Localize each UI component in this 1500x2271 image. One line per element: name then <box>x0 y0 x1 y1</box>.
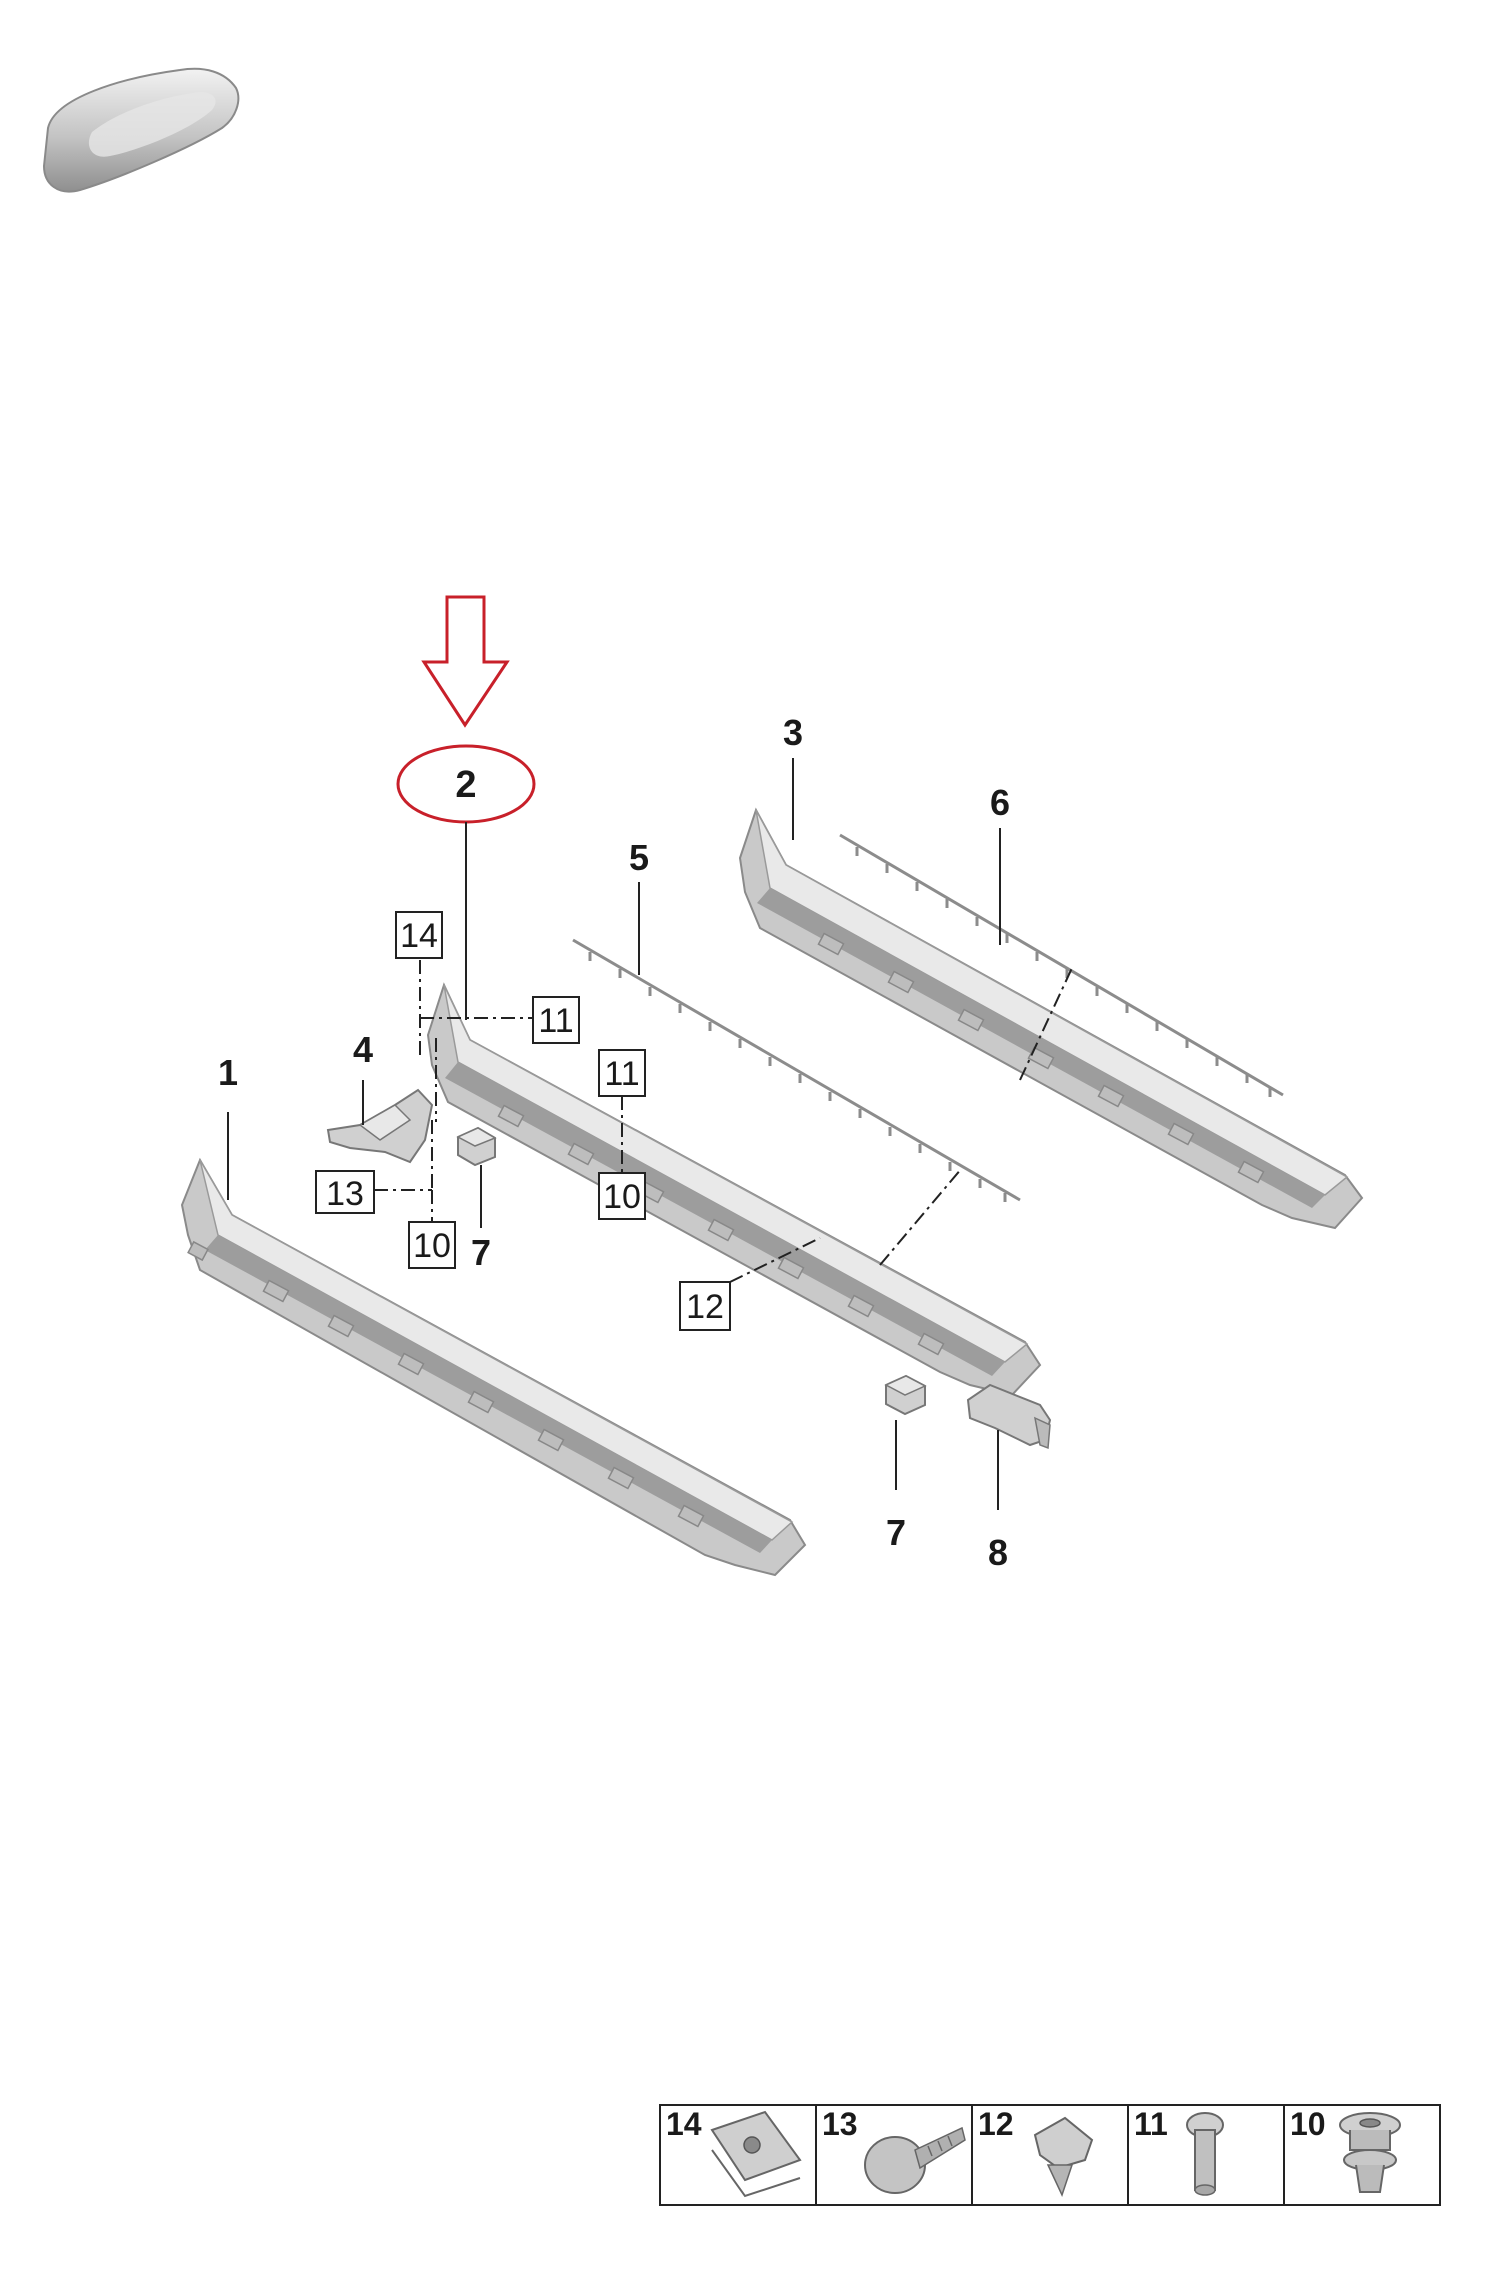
callout-part-3: 3 <box>783 712 803 753</box>
legend-cell-14: 14 <box>666 2106 802 2198</box>
ref-box-14: 14 <box>395 911 443 959</box>
legend-number: 11 <box>1134 2106 1168 2142</box>
screw-icon <box>864 2126 966 2194</box>
mounting-tabs <box>817 932 1265 1184</box>
down-arrow-icon <box>421 595 510 728</box>
ref-box-10-mid: 10 <box>598 1172 646 1220</box>
clip-part-7-left <box>456 1126 497 1167</box>
car-thumbnail-icon <box>42 67 240 193</box>
ref-12-label: 12 <box>686 1288 724 1326</box>
callout-part-7-left: 7 <box>471 1232 491 1273</box>
mounting-tabs <box>187 1240 705 1528</box>
legend-cell-10: 10 <box>1290 2106 1401 2193</box>
ref-box-11-mid: 11 <box>598 1049 646 1097</box>
ref-box-10-left: 10 <box>408 1221 456 1269</box>
side-sill-part-3 <box>738 807 1364 1230</box>
legend-number: 13 <box>822 2106 858 2142</box>
trim-strip-part-5 <box>572 938 1021 1202</box>
legend-cell-13: 13 <box>822 2106 966 2194</box>
leader-lines <box>227 758 1073 1510</box>
callout-part-4: 4 <box>353 1029 373 1070</box>
callout-part-5: 5 <box>629 837 649 878</box>
legend-number: 14 <box>666 2106 702 2142</box>
fastener-legend: 14 13 12 11 <box>659 2104 1441 2206</box>
clip-icon <box>1033 2116 1094 2198</box>
ref-11-mid-label: 11 <box>604 1055 639 1093</box>
ref-11-top-label: 11 <box>538 1002 573 1040</box>
callout-part-1: 1 <box>218 1052 238 1093</box>
ref-14-label: 14 <box>400 917 438 955</box>
ref-box-11-top: 11 <box>532 996 580 1044</box>
clip-nut-icon <box>710 2110 802 2198</box>
ref-box-13: 13 <box>315 1170 375 1214</box>
ref-10-mid-label: 10 <box>603 1178 641 1216</box>
side-sill-part-2 <box>426 982 1042 1397</box>
bolt-icon <box>1186 2112 1224 2196</box>
callout-part-2: 2 <box>455 764 476 806</box>
legend-cell-12: 12 <box>978 2106 1094 2198</box>
trim-strip-part-6 <box>839 833 1284 1097</box>
callout-part-8: 8 <box>988 1532 1008 1573</box>
ref-10-left-label: 10 <box>413 1227 451 1265</box>
callout-part-7-right: 7 <box>886 1512 906 1553</box>
mount-part-8 <box>966 1383 1052 1450</box>
callout-part-6: 6 <box>990 782 1010 823</box>
legend-number: 10 <box>1290 2106 1326 2142</box>
ref-box-12: 12 <box>679 1281 731 1331</box>
legend-cell-11: 11 <box>1134 2106 1224 2196</box>
side-sill-part-1 <box>180 1157 807 1577</box>
grommet-icon <box>1339 2112 1401 2193</box>
ref-13-label: 13 <box>326 1175 364 1213</box>
bracket-part-4 <box>326 1088 434 1164</box>
legend-number: 12 <box>978 2106 1014 2142</box>
clip-part-7-right <box>884 1374 927 1416</box>
